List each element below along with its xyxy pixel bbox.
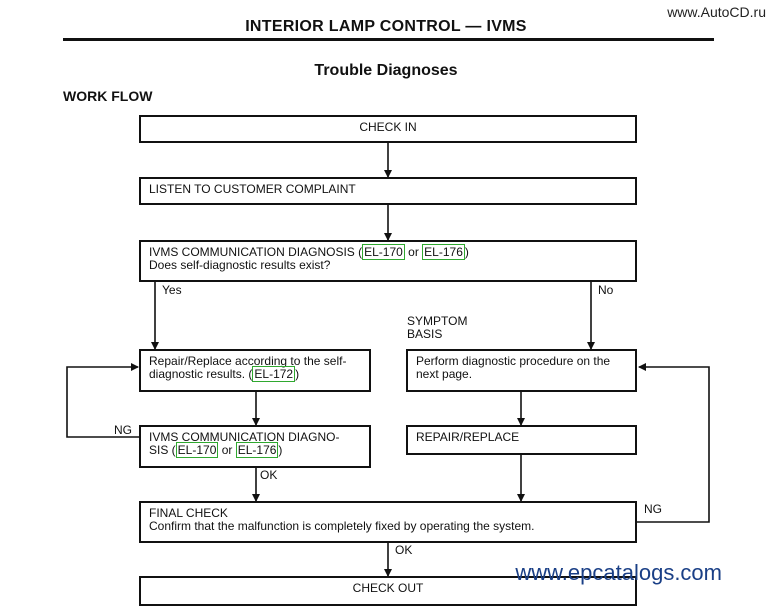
diag-question: Does self-diagnostic results exist? [149,258,331,272]
comm-diag-line1: IVMS COMMUNICATION DIAGNO- [149,430,340,444]
ok-comm-label: OK [260,468,278,482]
listen-label: LISTEN TO CUSTOMER COMPLAINT [149,182,356,196]
ref-el-176-link[interactable]: EL-176 [422,244,465,260]
ref-el-170-link[interactable]: EL-170 [362,244,405,260]
title-rule [63,38,714,41]
perform-line1: Perform diagnostic procedure on the [416,354,611,368]
final-line2: Confirm that the malfunction is complete… [149,519,535,533]
page-subtitle: Trouble Diagnoses [314,62,458,79]
no-label: No [598,283,614,297]
ref-el-170-link-2[interactable]: EL-170 [175,442,219,458]
repair-replace-self-box: Repair/Replace according to the self- di… [139,349,371,392]
comm-diag-line2-suffix: ) [278,443,283,457]
page-title: INTERIOR LAMP CONTROL — IVMS [245,18,527,35]
diag-or: or [404,245,423,259]
final-check-box: FINAL CHECK Confirm that the malfunction… [139,501,637,543]
repair-replace-label: REPAIR/REPLACE [416,430,520,444]
comm-diag-line2-prefix: SIS ( [149,443,176,457]
perform-procedure-box: Perform diagnostic procedure on the next… [406,349,637,392]
ivms-comm-diag-box: IVMS COMMUNICATION DIAGNO- SIS (EL-170 o… [139,425,371,468]
watermark-top: www.AutoCD.ru [667,4,766,20]
check-out-label: CHECK OUT [352,581,424,595]
final-line1: FINAL CHECK [149,506,228,520]
repair-self-line2-suffix: ) [295,367,300,381]
perform-line2: next page. [416,367,473,381]
arrow-ng-loop-left [66,363,140,438]
section-heading: WORK FLOW [63,88,153,104]
yes-label: Yes [162,283,182,297]
repair-self-line2-prefix: diagnostic results. ( [149,367,253,381]
ng-right-label: NG [644,502,662,516]
ivms-diagnosis-box: IVMS COMMUNICATION DIAGNOSIS (EL-170 or … [139,240,637,282]
comm-diag-or: or [218,443,236,457]
listen-box: LISTEN TO CUSTOMER COMPLAINT [139,177,637,205]
diag-line1-suffix: ) [464,245,469,259]
check-in-box: CHECK IN [139,115,637,143]
ref-el-172-link[interactable]: EL-172 [252,366,296,382]
watermark-bottom: www.epcatalogs.com [515,560,722,585]
arrow-ng-loop-right [637,363,710,523]
ref-el-176-link-2[interactable]: EL-176 [235,442,279,458]
repair-replace-box: REPAIR/REPLACE [406,425,637,455]
check-in-label: CHECK IN [359,120,417,134]
ng-left-label: NG [114,423,132,437]
ok-final-label: OK [395,543,413,557]
repair-self-line1: Repair/Replace according to the self- [149,354,347,368]
check-out-box: CHECK OUT [139,576,637,606]
symptom-label: SYMPTOM [407,314,468,328]
basis-label: BASIS [407,327,443,341]
diag-line1-prefix: IVMS COMMUNICATION DIAGNOSIS ( [149,245,363,259]
